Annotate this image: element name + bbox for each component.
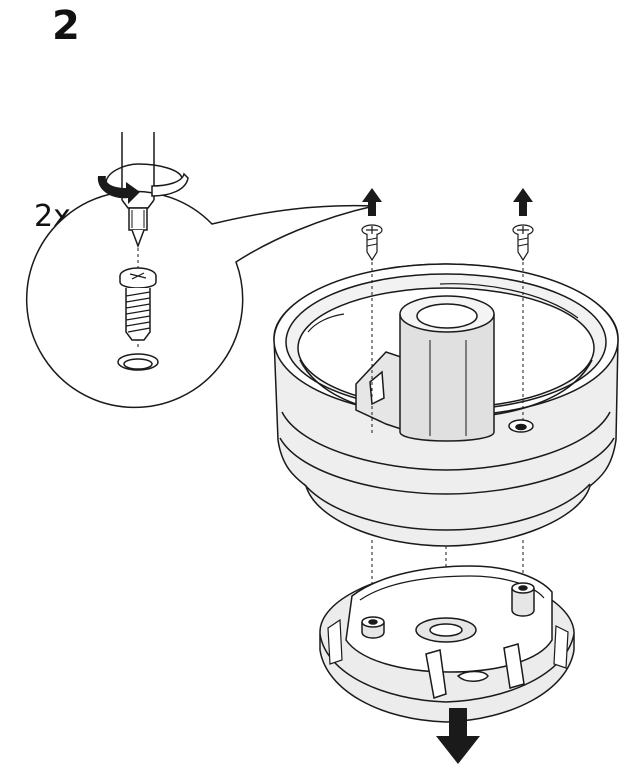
mounting-base xyxy=(319,565,575,723)
detail-callout xyxy=(25,190,375,409)
screwdriver-icon xyxy=(121,132,155,249)
remove-screw-up-arrow-icon xyxy=(362,188,382,216)
callout-bubble xyxy=(25,190,375,409)
screw-hole-icon xyxy=(117,353,159,371)
rotate-counterclockwise-arrow-icon xyxy=(97,163,189,204)
step-number: 2 xyxy=(52,3,80,49)
remove-screw-up-arrow-icon xyxy=(513,188,533,216)
lamp-shade-housing xyxy=(273,263,619,547)
pull-base-down-arrow-icon xyxy=(436,708,480,764)
screw-right xyxy=(512,224,534,262)
screw-left xyxy=(361,224,383,262)
screw-icon xyxy=(119,267,157,341)
